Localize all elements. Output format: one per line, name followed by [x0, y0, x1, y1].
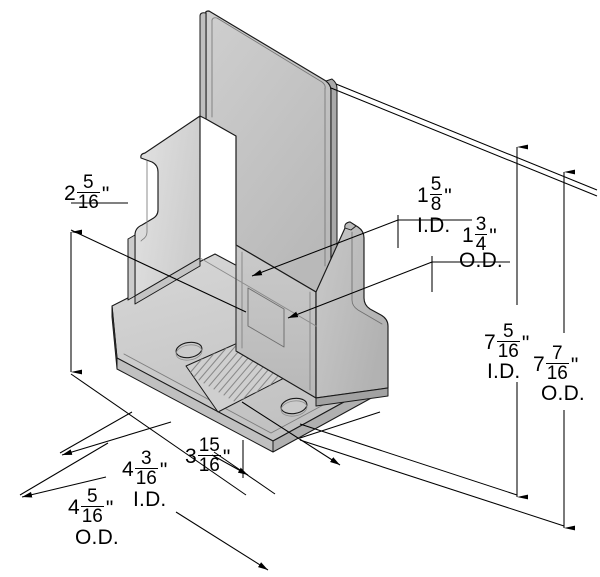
dim-label-overall-height-id: 7 5 16 " [484, 321, 530, 363]
ext-line-back-top-b [335, 83, 598, 191]
dim-qualifier-pocket-depth-id: I.D. [417, 214, 451, 237]
inch-mark: " [101, 183, 110, 207]
leader-depth-id [251, 219, 399, 277]
dim-line-width-od-left [21, 476, 107, 498]
dim-fraction: 3 4 [474, 214, 488, 256]
witness-left-lower [70, 373, 247, 496]
left-wing-left-edge [127, 234, 136, 301]
inch-mark: " [159, 459, 168, 483]
right-wing-bottom-edge [315, 387, 389, 407]
inch-mark: " [521, 332, 530, 356]
dim-label-width-od: 4 5 16 " [68, 486, 114, 528]
dim-qualifier-pocket-depth-od: O.D. [459, 249, 503, 272]
dim-qualifier-overall-height-od: O.D. [541, 382, 585, 405]
right-wing-inner-line [351, 231, 383, 325]
mounting-hole-left-inner [175, 344, 203, 361]
inch-mark: " [105, 497, 114, 521]
leader-depth-od [287, 261, 433, 319]
base-left-edge [111, 305, 118, 370]
witness-width-id-left [59, 411, 133, 454]
dim-line-width-id-left [61, 421, 172, 456]
witness-height-id-bottom [299, 423, 518, 496]
left-wing-inner-line [140, 160, 148, 242]
back-panel-top-inner [211, 17, 326, 90]
dim-line-width-od-right [175, 511, 269, 571]
inch-mark: " [222, 446, 231, 470]
inch-mark: " [444, 185, 452, 209]
dim-whole: 3 [185, 445, 197, 469]
dim-whole: 2 [64, 182, 76, 206]
dim-qualifier-overall-height-id: I.D. [487, 360, 521, 383]
dim-fraction: 5 16 [80, 486, 104, 528]
dim-fraction: 15 16 [197, 435, 221, 477]
dim-qualifier-width-od: O.D. [75, 526, 119, 549]
dim-fraction: 5 8 [429, 174, 443, 216]
back-panel-inner-lines [211, 19, 326, 267]
dim-whole: 4 [122, 458, 134, 482]
witness-base-depth-cross [213, 451, 276, 495]
dim-label-pocket-height-left: 2 5 16 " [64, 172, 110, 214]
dim-fraction: 5 16 [496, 321, 520, 363]
dim-label-base-depth: 3 15 16 " [185, 435, 231, 477]
dim-whole: 7 [484, 331, 496, 355]
inch-mark: " [570, 354, 579, 378]
dim-whole: 1 [462, 224, 474, 248]
dim-label-overall-height-od: 7 7 16 " [533, 343, 579, 385]
ext-line-back-top-a [330, 87, 598, 197]
witness-height-od-bottom [299, 439, 565, 527]
left-side-wing [134, 115, 201, 297]
dim-qualifier-width-id: I.D. [133, 488, 167, 511]
mounting-hole-right-inner [280, 400, 308, 417]
dim-fraction: 3 16 [134, 448, 158, 490]
dim-line-width-id-right [241, 401, 341, 466]
right-wing-top-edge [344, 221, 357, 231]
dim-whole: 1 [417, 184, 429, 208]
witness-left-upper [70, 229, 247, 313]
dim-whole: 4 [68, 496, 80, 520]
dim-label-width-id: 4 3 16 " [122, 448, 168, 490]
witness-width-od-left [19, 442, 109, 496]
dim-label-pocket-depth-id: 1 5 8 " [417, 174, 452, 216]
ext-line-base-depth [299, 411, 381, 439]
inch-mark: " [489, 225, 497, 249]
card-slot-outline [247, 287, 285, 348]
dim-label-pocket-depth-od: 1 3 4 " [462, 214, 497, 256]
left-wing-bottom-edge [134, 257, 201, 305]
back-panel-left-edge [199, 12, 207, 120]
dim-fraction: 7 16 [545, 343, 569, 385]
dim-whole: 7 [533, 353, 545, 377]
dim-fraction: 5 16 [76, 172, 100, 214]
front-wall-inner-lines [241, 251, 311, 391]
